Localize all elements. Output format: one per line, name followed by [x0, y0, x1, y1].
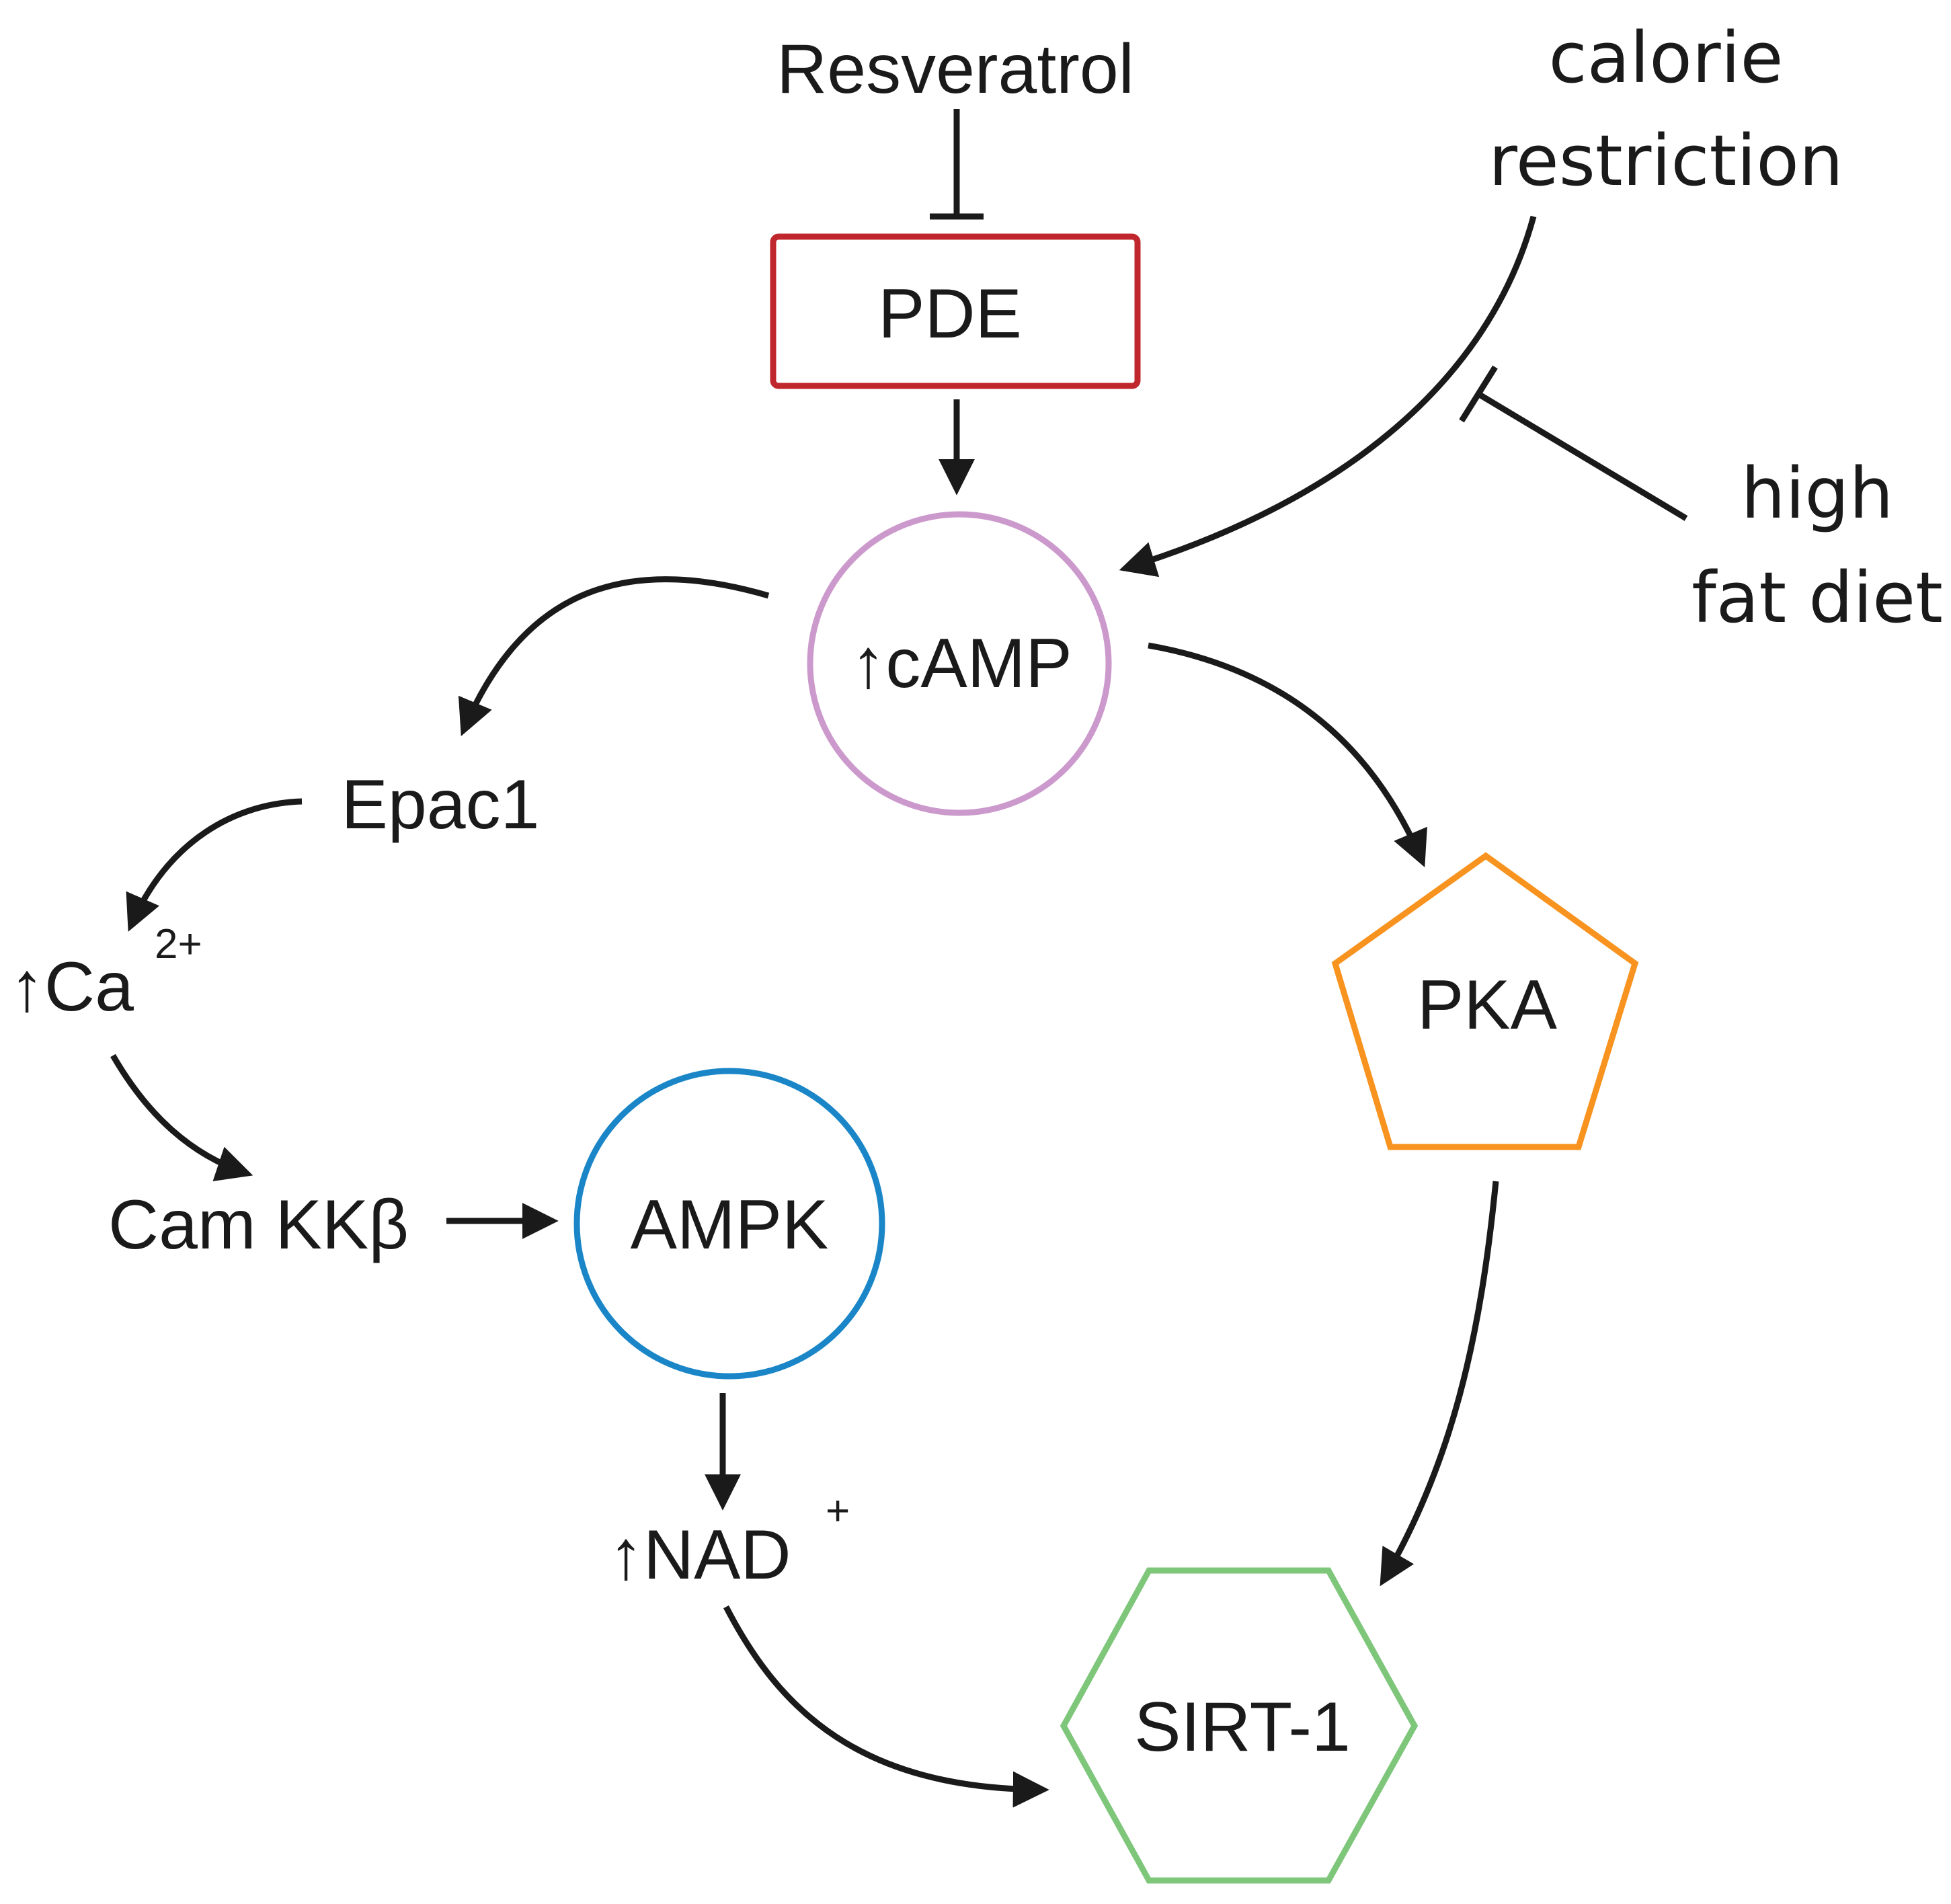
pde-box: [770, 233, 1141, 389]
ca-label: ↑Ca: [9, 948, 134, 1026]
pde-label: PDE: [878, 275, 1022, 353]
epac1-label: Epac1: [342, 766, 540, 844]
edge-calorie-restriction-to-camp: [1119, 215, 1537, 578]
nad-label: ↑NAD: [608, 1516, 791, 1594]
camp-label: ↑cAMP: [850, 625, 1072, 703]
edge-ca-to-camkkb: [110, 1054, 253, 1181]
inhibition-bar: [1459, 365, 1498, 423]
edge-pka-to-sirt1: [1380, 1181, 1499, 1587]
ampk-circle: [573, 1068, 885, 1380]
camkkb-label: Cam KKβ: [108, 1186, 409, 1264]
camp-circle: [807, 511, 1112, 816]
sirt1-hexagon: [1060, 1567, 1419, 1884]
pka-pentagon: [1331, 852, 1639, 1150]
edge-camp-to-pka: [1148, 642, 1427, 867]
edge-nad-to-sirt1: [723, 1605, 1049, 1808]
edge-epac1-to-ca: [126, 798, 303, 932]
pka-label: PKA: [1417, 966, 1558, 1044]
sirt1-label: SIRT-1: [1134, 1688, 1351, 1766]
ampk-label: AMPK: [631, 1186, 829, 1264]
calorie-restriction-label-line2: restriction: [1488, 120, 1843, 202]
edge-high-fat-diet-inhibits: [1476, 391, 1688, 521]
calorie-restriction-label-line1: calorie: [1548, 17, 1783, 99]
resveratrol-label: Resveratrol: [777, 30, 1134, 108]
edge-camp-to-epac1: [458, 576, 770, 736]
high-fat-diet-label-line2: fat diet: [1691, 557, 1943, 639]
nad-superscript: +: [826, 1488, 850, 1534]
ca-superscript: 2+: [155, 921, 202, 967]
high-fat-diet-label-line1: high: [1741, 452, 1894, 534]
ca-label-main: ↑Ca: [9, 948, 134, 1026]
